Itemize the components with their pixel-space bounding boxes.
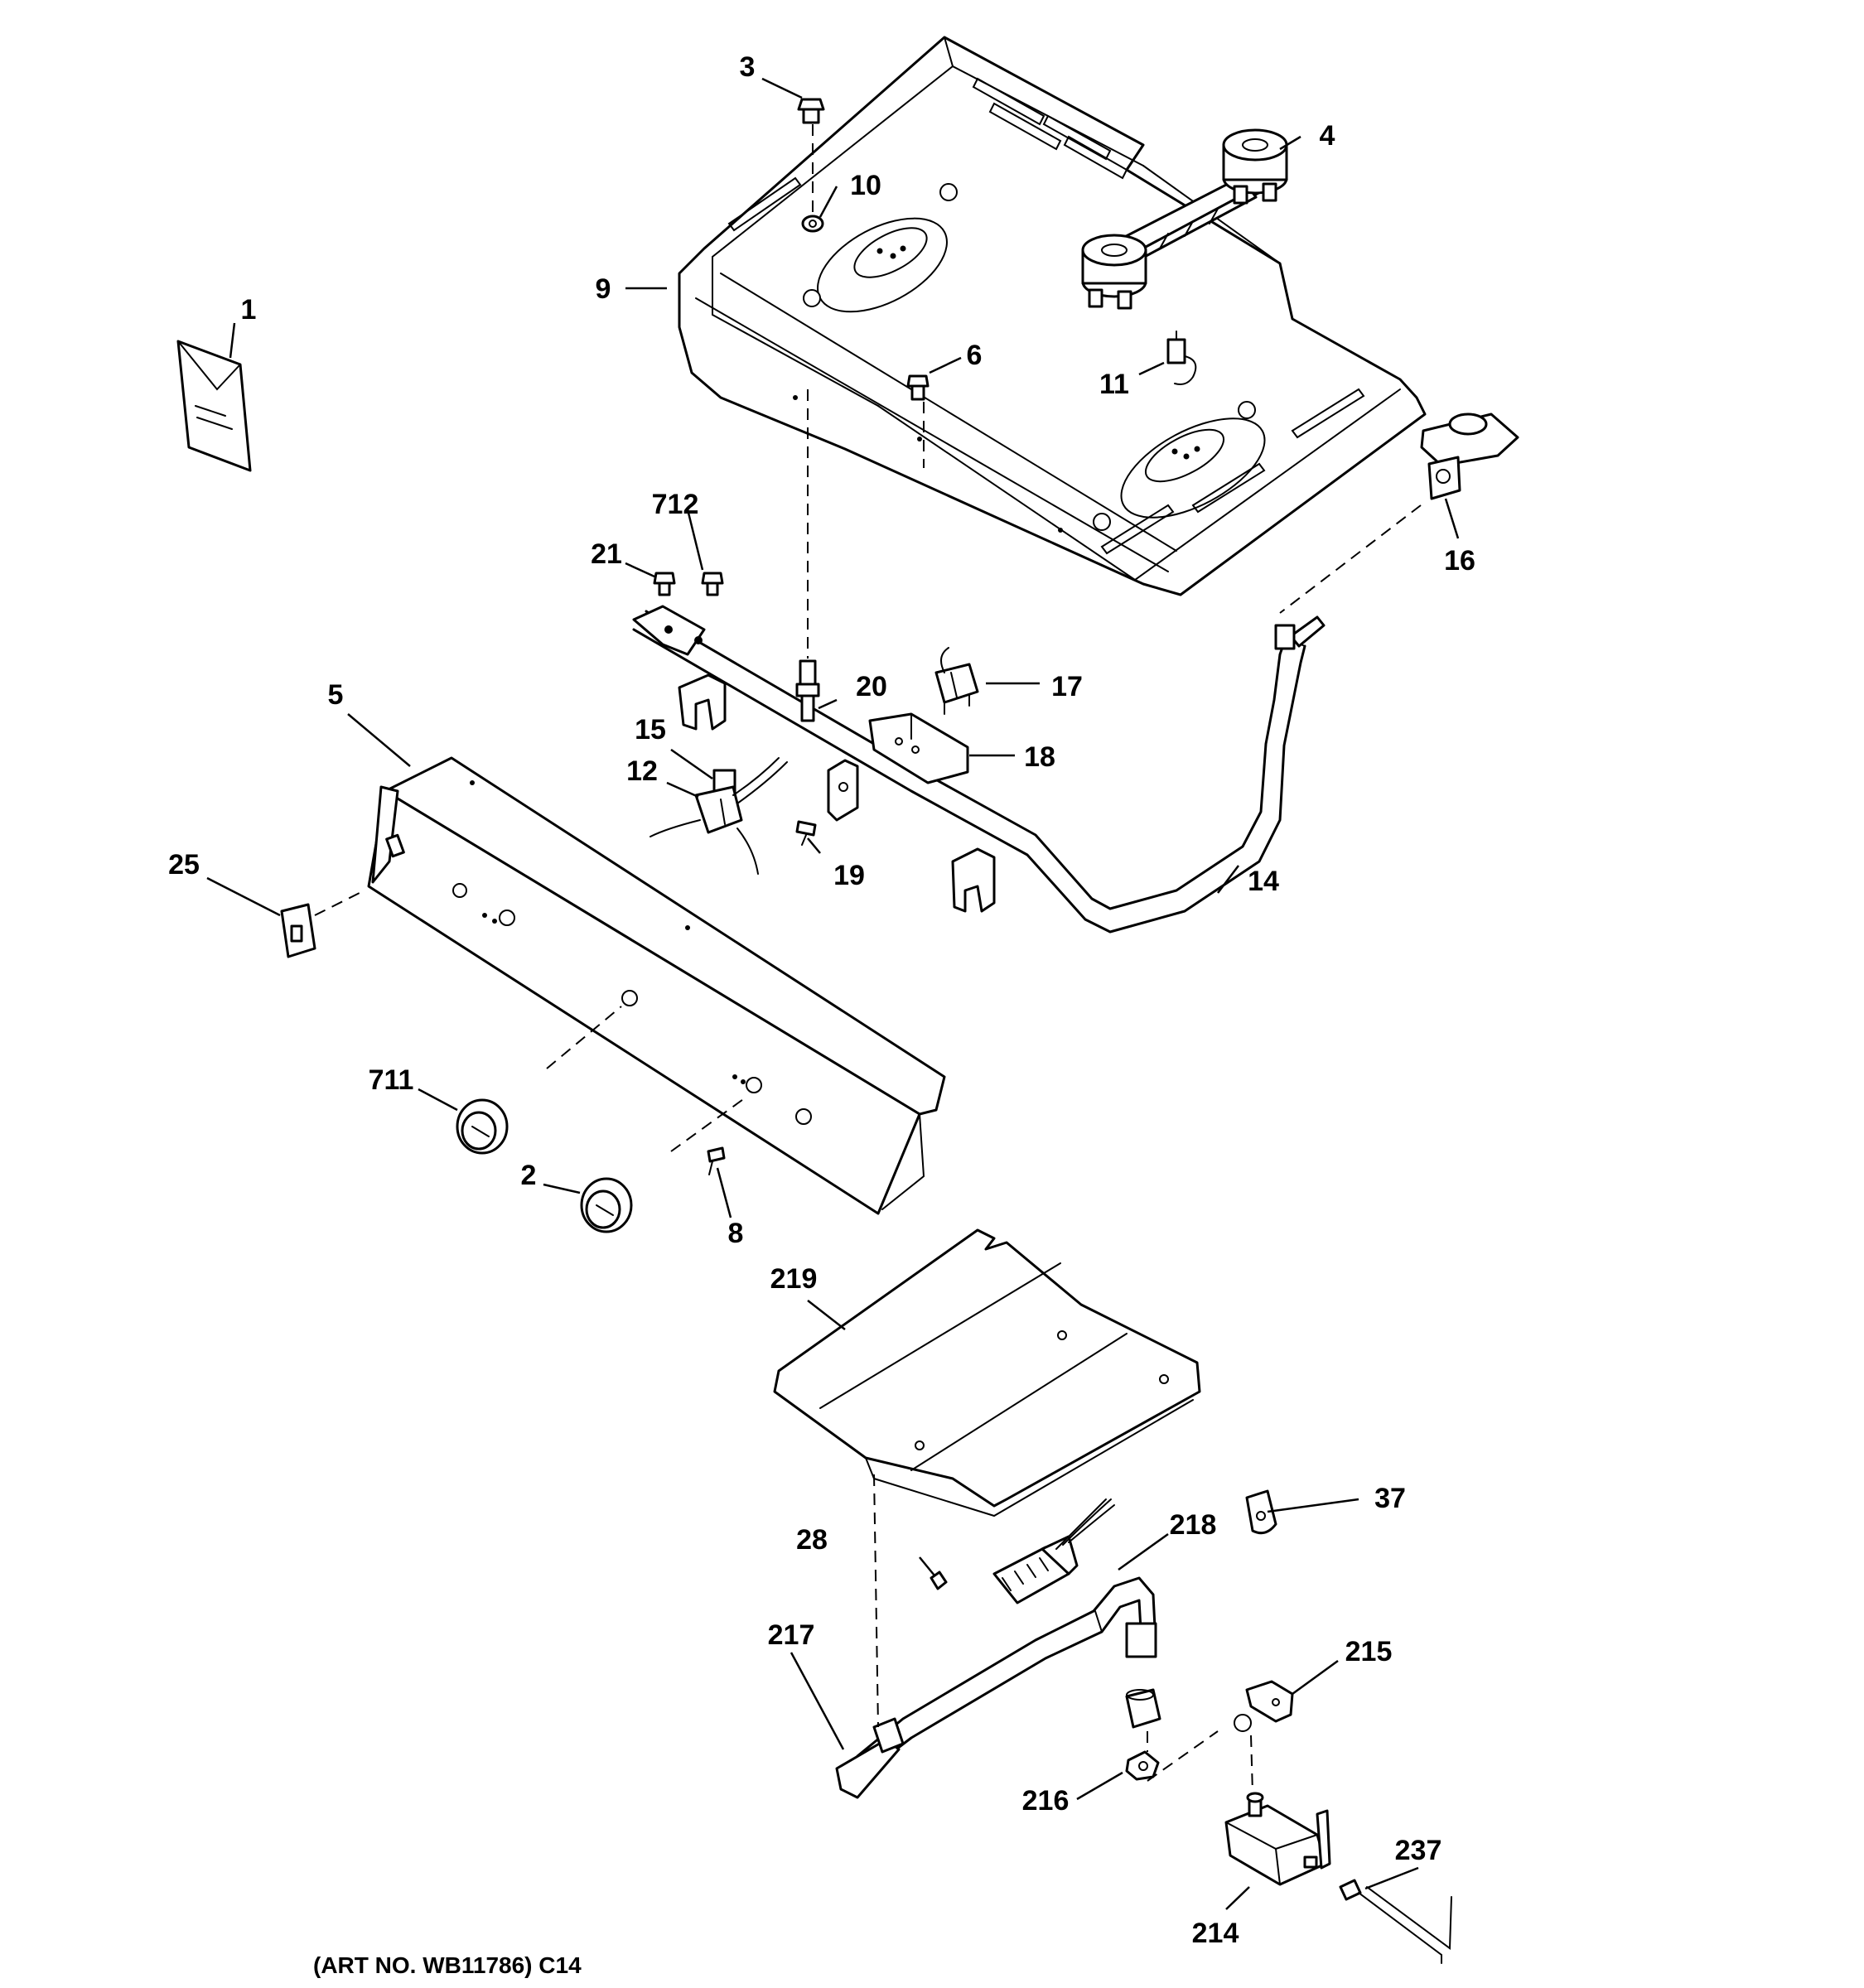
part-screw-712: [701, 572, 724, 596]
label-15: 15: [635, 714, 666, 746]
assembly-lines: [314, 124, 1422, 1794]
part-switch-25: [280, 903, 316, 958]
part-knob-2: [580, 1177, 633, 1233]
label-215: 215: [1345, 1636, 1393, 1667]
callout-labels: 1 2 3 4 5 6 8 9 10 11 12 14 15 16 17 18 …: [168, 51, 1475, 1949]
label-2: 2: [521, 1160, 537, 1191]
label-711: 711: [369, 1064, 414, 1096]
part-electrode-11: [1166, 331, 1197, 385]
part-oven-gas-tube: [835, 1576, 1157, 1799]
part-switch-17: [934, 647, 979, 715]
part-nut-10: [801, 215, 824, 233]
label-16: 16: [1444, 545, 1475, 577]
part-bracket-18: [868, 712, 969, 784]
part-burner-box: [678, 36, 1427, 596]
label-25: 25: [168, 849, 200, 881]
label-214: 214: [1192, 1918, 1239, 1949]
label-20: 20: [856, 671, 887, 702]
label-19: 19: [833, 860, 865, 891]
part-screw-21: [653, 572, 676, 596]
label-712: 712: [652, 489, 699, 520]
part-regulator-16: [1420, 413, 1519, 500]
label-8: 8: [728, 1218, 744, 1249]
label-219: 219: [770, 1263, 818, 1295]
label-28: 28: [796, 1524, 828, 1556]
label-9: 9: [596, 273, 611, 305]
part-safety-valve-214: [1224, 1792, 1331, 1886]
part-screw-19: [795, 820, 817, 846]
part-envelope: [176, 340, 252, 472]
label-3: 3: [740, 51, 756, 83]
part-knob-711: [456, 1098, 509, 1155]
label-6: 6: [967, 340, 983, 371]
label-4: 4: [1320, 120, 1335, 152]
label-5: 5: [328, 679, 344, 711]
part-ignition-module: [992, 1498, 1115, 1604]
label-10: 10: [850, 170, 881, 201]
art-number: (ART NO. WB11786) C14: [313, 1952, 582, 1978]
part-valve-switch-12: [650, 757, 788, 875]
part-nut-28: [930, 1571, 948, 1590]
label-37: 37: [1374, 1483, 1406, 1514]
label-1: 1: [241, 294, 257, 326]
label-216: 216: [1022, 1785, 1070, 1817]
part-control-panel: [367, 756, 946, 1215]
part-screw-8: [707, 1146, 726, 1175]
part-screw-3: [797, 98, 825, 124]
part-bracket-215: [1234, 1680, 1294, 1732]
part-valve-assembly: [1081, 128, 1288, 310]
label-14: 14: [1248, 866, 1279, 897]
part-manifold-pipe: [632, 605, 1326, 934]
label-218: 218: [1170, 1509, 1217, 1541]
label-11: 11: [1099, 369, 1129, 400]
part-orifice-216: [1125, 1688, 1161, 1781]
part-screw-6: [906, 374, 930, 401]
leader-lines: [206, 77, 1460, 1910]
label-18: 18: [1024, 741, 1055, 773]
label-217: 217: [768, 1619, 815, 1651]
label-17: 17: [1051, 671, 1083, 702]
part-stud-20: [795, 659, 820, 722]
part-bracket-37: [1245, 1489, 1277, 1535]
part-capillary-237: [1339, 1879, 1452, 1964]
part-lower-tray: [773, 1228, 1201, 1518]
label-21: 21: [591, 538, 622, 570]
label-237: 237: [1395, 1835, 1442, 1866]
label-12: 12: [626, 755, 658, 787]
